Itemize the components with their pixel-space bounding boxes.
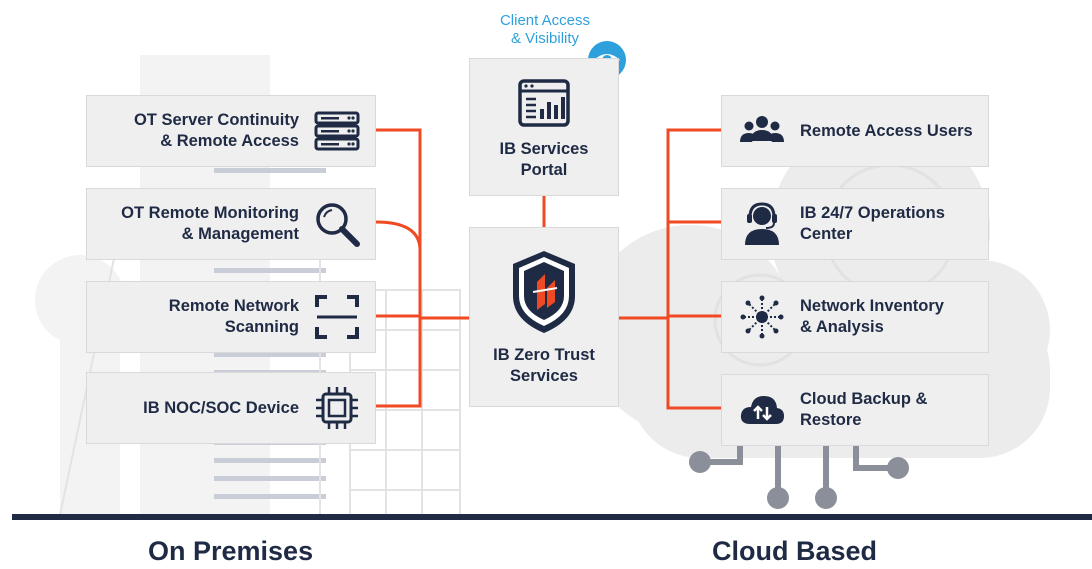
cloud-item-label: Cloud Backup & Restore xyxy=(800,390,928,429)
cloud-item-label: IB 24/7 Operations Center xyxy=(800,204,945,243)
on-premises-item-label: OT Server Continuity & Remote Access xyxy=(133,111,299,150)
on-premises-item-server[interactable]: OT Server Continuity & Remote Access xyxy=(86,95,376,167)
network-hub-icon xyxy=(738,293,786,341)
magnifier-icon xyxy=(313,200,361,248)
headset-operator-icon xyxy=(738,200,786,248)
cloud-item-label: Network Inventory & Analysis xyxy=(800,297,944,336)
on-premises-item-label: Remote Network Scanning xyxy=(168,297,299,336)
on-premises-item-label: IB NOC/SOC Device xyxy=(143,398,299,417)
ground-line xyxy=(12,514,1092,520)
chip-icon xyxy=(313,384,361,432)
client-access-label: Client Access & Visibility xyxy=(499,12,591,47)
on-premises-item-label: OT Remote Monitoring & Management xyxy=(121,204,299,243)
cloud-item-network-inventory[interactable]: Network Inventory & Analysis xyxy=(721,281,989,353)
users-group-icon xyxy=(738,107,786,155)
dashboard-chart-icon xyxy=(514,73,574,133)
zero-trust-box[interactable]: IB Zero Trust Services xyxy=(469,227,619,407)
cloud-sync-icon xyxy=(738,386,786,434)
cloud-item-operations-center[interactable]: IB 24/7 Operations Center xyxy=(721,188,989,260)
zero-trust-label: IB Zero Trust Services xyxy=(493,346,595,385)
on-premises-title: On Premises xyxy=(148,536,314,566)
cloud-item-backup-restore[interactable]: Cloud Backup & Restore xyxy=(721,374,989,446)
shield-logo-icon xyxy=(508,247,580,337)
server-rack-icon xyxy=(313,107,361,155)
on-premises-item-scanning[interactable]: Remote Network Scanning xyxy=(86,281,376,353)
on-premises-item-monitoring[interactable]: OT Remote Monitoring & Management xyxy=(86,188,376,260)
cloud-item-remote-users[interactable]: Remote Access Users xyxy=(721,95,989,167)
connector-lines xyxy=(375,128,721,410)
services-portal-box[interactable]: IB Services Portal xyxy=(469,58,619,196)
services-portal-label: IB Services Portal xyxy=(499,140,589,179)
scan-frame-icon xyxy=(313,293,361,341)
on-premises-item-noc-soc[interactable]: IB NOC/SOC Device xyxy=(86,372,376,444)
cloud-item-label: Remote Access Users xyxy=(800,121,973,140)
cloud-based-title: Cloud Based xyxy=(712,536,878,566)
